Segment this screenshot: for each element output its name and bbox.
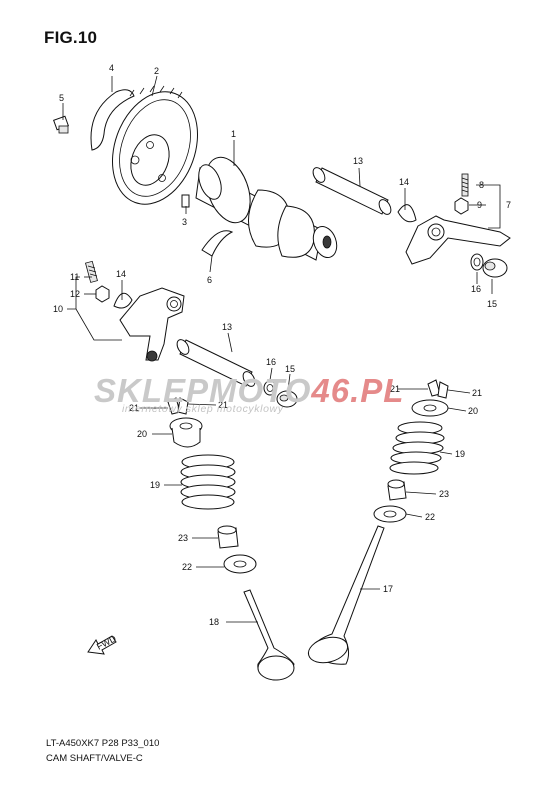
- callout-6: 6: [207, 275, 212, 285]
- figure-title: FIG.10: [44, 28, 98, 47]
- callout-11: 11: [70, 272, 79, 282]
- part-14-o-ring-left: [113, 292, 133, 309]
- watermark-tagline: internetowy sklep motocyklowy: [122, 403, 284, 415]
- fwd-label: FWD: [95, 633, 118, 652]
- callout-20-right: 20: [468, 406, 478, 416]
- part-20-spring-retainer-left: [169, 417, 203, 448]
- callout-22-right: 22: [425, 512, 435, 522]
- part-19-valve-spring-right: [389, 421, 445, 475]
- callout-13-lower: 13: [222, 322, 232, 332]
- callout-19-right: 19: [455, 449, 465, 459]
- callout-19-left: 19: [150, 480, 160, 490]
- part-5-bolt: [53, 115, 69, 134]
- figure-name: CAM SHAFT/VALVE-C: [46, 753, 143, 764]
- watermark-logo-part2: 46.PL: [311, 372, 405, 409]
- callout-15-lower: 15: [285, 364, 295, 374]
- callout-13-upper: 13: [353, 156, 363, 166]
- part-17-exhaust-valve: [307, 525, 385, 665]
- callout-15-upper: 15: [487, 299, 497, 309]
- part-19-valve-spring-left: [180, 454, 236, 510]
- part-1-camshaft: [195, 156, 338, 261]
- part-8-adjusting-screw: [461, 173, 469, 197]
- callout-21-left-b: 21: [218, 400, 228, 410]
- callout-21-left-a: 21: [129, 403, 139, 413]
- callout-7: 7: [506, 200, 511, 210]
- callout-21-right-b: 21: [472, 388, 482, 398]
- callout-4: 4: [109, 63, 114, 73]
- watermark-logo-part1: SKLEPMOTO: [94, 372, 312, 409]
- part-6-half-ring: [201, 230, 234, 257]
- callout-9: 9: [477, 200, 482, 210]
- callout-8: 8: [479, 180, 484, 190]
- part-12-lock-nut-left: [95, 285, 110, 303]
- part-13-rocker-shaft-lower: [176, 339, 256, 387]
- part-13-rocker-shaft-upper: [312, 167, 392, 215]
- part-16-gasket-lower: [263, 380, 277, 396]
- part-9-lock-nut: [454, 197, 469, 215]
- part-15-plug-lower: [276, 390, 298, 408]
- part-21-valve-cotter-right: [427, 379, 449, 399]
- callout-22-left: 22: [182, 562, 192, 572]
- callout-12: 12: [70, 289, 80, 299]
- leader-lines: [62, 75, 501, 623]
- part-4-retainer-clip: [90, 89, 135, 151]
- callout-16-upper: 16: [471, 284, 481, 294]
- callout-numbers: 4 2 5 1 3 6 13 14 8 9 7 16 15 11 12 10 1…: [53, 63, 511, 627]
- callout-10: 10: [53, 304, 63, 314]
- callout-14-upper: 14: [399, 177, 409, 187]
- part-21-valve-cotter-left: [167, 397, 189, 415]
- part-7-rocker-arm-right: [405, 215, 511, 265]
- part-11-adjusting-screw-left: [85, 260, 98, 283]
- callout-14-left: 14: [116, 269, 126, 279]
- callout-18: 18: [209, 617, 219, 627]
- callout-3: 3: [182, 217, 187, 227]
- figure-code: LT-A450XK7 P28 P33_010: [46, 738, 160, 749]
- callout-1: 1: [231, 129, 236, 139]
- callout-21-right-a: 21: [390, 384, 400, 394]
- callout-17: 17: [383, 584, 393, 594]
- part-23-valve-stem-seal-left: [217, 525, 239, 549]
- part-2-cam-sprocket: [111, 85, 199, 205]
- part-10-rocker-arm-left: [119, 287, 185, 362]
- part-14-o-ring-upper: [397, 204, 417, 223]
- watermark-logo: SKLEPMOTO46.PL: [94, 372, 404, 410]
- part-3-pin: [181, 194, 190, 208]
- callout-2: 2: [154, 66, 159, 76]
- part-22-spring-seat-right: [373, 505, 407, 523]
- part-20-spring-retainer-right: [411, 399, 449, 417]
- part-18-intake-valve: [243, 589, 295, 681]
- callout-23-left: 23: [178, 533, 188, 543]
- callout-23-right: 23: [439, 489, 449, 499]
- part-16-gasket-upper: [470, 253, 484, 271]
- part-23-valve-stem-seal-right: [387, 479, 407, 501]
- callout-5: 5: [59, 93, 64, 103]
- part-22-spring-seat-left: [223, 554, 257, 574]
- callout-16-lower: 16: [266, 357, 276, 367]
- callout-20-left: 20: [137, 429, 147, 439]
- fwd-arrow-icon: FWD: [87, 633, 118, 655]
- part-15-plug-upper: [482, 258, 508, 278]
